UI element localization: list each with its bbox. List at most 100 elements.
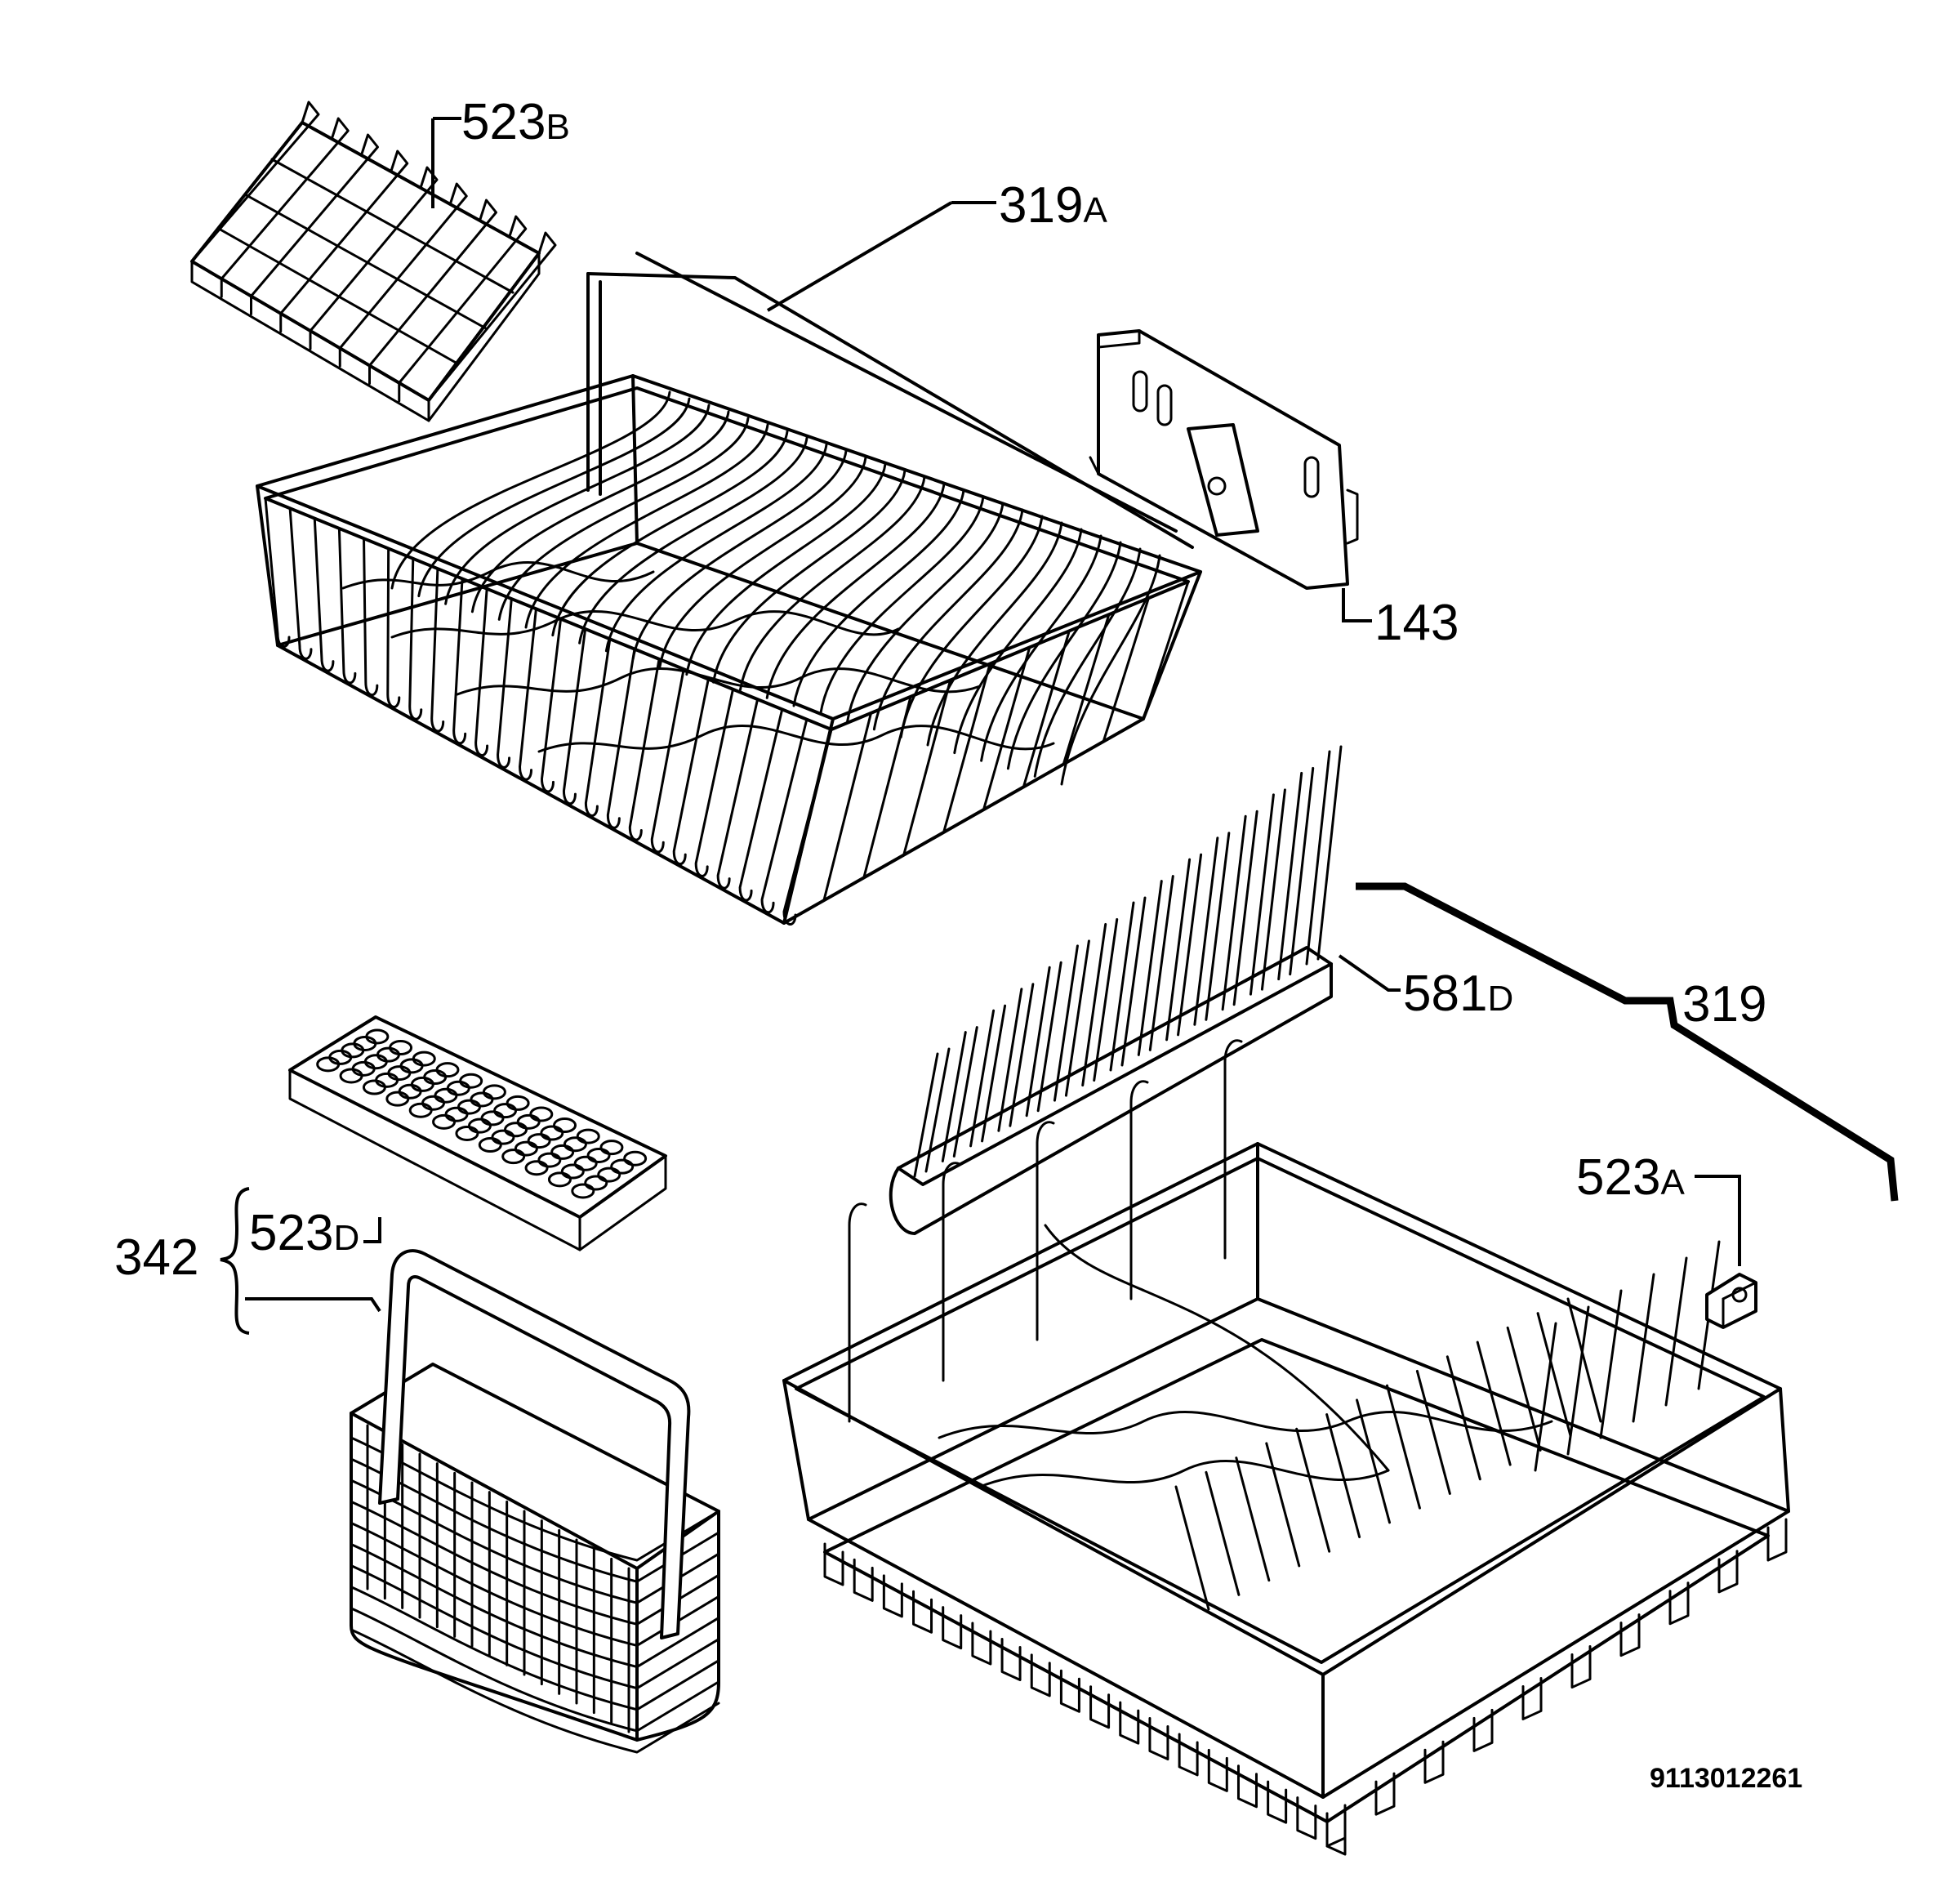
lid-hole	[506, 1095, 530, 1111]
rack-tooth	[398, 215, 528, 385]
basket-side-wire	[982, 645, 1031, 811]
basket-band	[350, 1607, 720, 1733]
lower-tine	[1356, 1399, 1392, 1524]
lower-side-post	[848, 1202, 867, 1423]
plate-rack-tine	[1277, 771, 1303, 981]
basket-tine	[578, 436, 808, 645]
lid-hole	[478, 1137, 502, 1153]
basket-tine	[846, 502, 1004, 723]
lower-side-post	[1036, 1121, 1055, 1341]
basket-front-wire	[474, 587, 489, 757]
basket-tine	[524, 423, 769, 629]
plate-rack-tine	[1137, 880, 1163, 1056]
lid-hole	[537, 1152, 562, 1168]
basket-front-wire	[672, 677, 710, 866]
lower-basket-loop	[1423, 1740, 1445, 1784]
lid-hole	[459, 1073, 483, 1089]
lower-tine	[1415, 1369, 1451, 1495]
lower-side-post	[1129, 1080, 1149, 1300]
basket-front-wire	[313, 517, 335, 672]
basket-tine	[497, 417, 750, 621]
part-319-lower-basket	[782, 1039, 1790, 1856]
lid-hole	[584, 1175, 608, 1191]
plate-rack-tine	[1053, 944, 1079, 1102]
lower-rear-tine	[1534, 1322, 1557, 1472]
part-523a-clip	[1705, 1273, 1757, 1329]
lower-tine	[1265, 1442, 1301, 1568]
plate-rack-tine	[913, 1052, 939, 1178]
lower-basket-loop	[942, 1606, 963, 1650]
lower-tine	[1174, 1485, 1210, 1611]
basket-side-wire	[1102, 596, 1150, 743]
plate-rack-tine-back	[1064, 939, 1090, 1097]
lower-rear-tine	[1566, 1305, 1590, 1456]
plate-rack-tine-back	[1148, 875, 1174, 1051]
plate-rack-tine	[1165, 858, 1192, 1042]
basket-side-wire	[822, 712, 873, 902]
basket-tine	[926, 521, 1063, 747]
basket-tine	[390, 390, 671, 590]
lid-hole	[599, 1140, 624, 1156]
lower-basket-loop	[971, 1622, 992, 1666]
lid-hole	[412, 1051, 436, 1067]
basket-front-wire	[288, 506, 313, 660]
rack-tooth	[279, 149, 409, 315]
lid-hole	[563, 1136, 587, 1153]
lower-tine	[1325, 1413, 1361, 1539]
lower-tine	[1385, 1384, 1421, 1510]
label-342: 342	[114, 1229, 198, 1286]
plate-rack-tine	[997, 988, 1023, 1132]
lid-hole	[571, 1183, 595, 1199]
lid-hole	[435, 1062, 460, 1078]
basket-band	[350, 1564, 720, 1690]
part-581d-plate-rack	[889, 745, 1343, 1235]
lower-basket-loop	[1766, 1518, 1788, 1562]
basket-band	[350, 1436, 720, 1562]
lower-side-post	[1223, 1039, 1243, 1260]
basket-side-wire	[1142, 580, 1190, 720]
lower-basket-loop	[823, 1542, 844, 1586]
basket-band	[350, 1586, 720, 1711]
basket-tine	[953, 528, 1083, 755]
basket-front-wire	[562, 627, 587, 805]
plate-rack-tine	[1193, 836, 1219, 1026]
basket-front-wire	[264, 497, 291, 648]
label-523a: 523A	[1576, 1149, 1685, 1206]
lid-hole	[529, 1106, 554, 1122]
label-523d: 523D	[249, 1205, 359, 1261]
lid-hole	[365, 1028, 390, 1045]
basket-side-wire	[782, 728, 833, 925]
basket-tine	[444, 404, 710, 605]
plate-rack-tine-back	[1036, 961, 1062, 1113]
lid-hole	[597, 1167, 621, 1183]
lid-hole	[560, 1163, 585, 1180]
rack-tooth	[250, 133, 379, 297]
rack-tooth	[338, 182, 468, 350]
basket-tine	[685, 462, 887, 676]
rack-tooth	[190, 100, 320, 263]
lid-hole	[586, 1147, 611, 1163]
plate-rack-tine-back	[1232, 810, 1258, 1006]
lower-tine	[1205, 1470, 1241, 1596]
label-319: 319	[1682, 976, 1766, 1033]
lower-basket-loop	[1178, 1733, 1199, 1777]
rack-tooth	[220, 117, 350, 280]
basket-front-wire	[694, 688, 734, 877]
basket-band	[350, 1543, 720, 1669]
plate-rack-tine	[1025, 966, 1051, 1117]
lower-basket-loop	[1668, 1581, 1690, 1626]
lower-basket-loop	[1000, 1637, 1022, 1681]
basket-side-wire	[902, 679, 952, 857]
basket-tine	[872, 508, 1024, 731]
lower-basket-loop	[1119, 1701, 1140, 1745]
basket-side-wire	[942, 662, 991, 834]
lower-basket-loop	[1296, 1796, 1317, 1840]
label-319a: 319A	[999, 177, 1107, 234]
basket-tine	[1060, 554, 1161, 786]
lower-basket-loop	[1472, 1708, 1494, 1752]
part-143-rack-adjuster	[1089, 329, 1359, 590]
basket-tine	[470, 410, 730, 613]
lower-basket-loop	[1521, 1676, 1543, 1720]
basket-side-wire	[1022, 629, 1071, 788]
